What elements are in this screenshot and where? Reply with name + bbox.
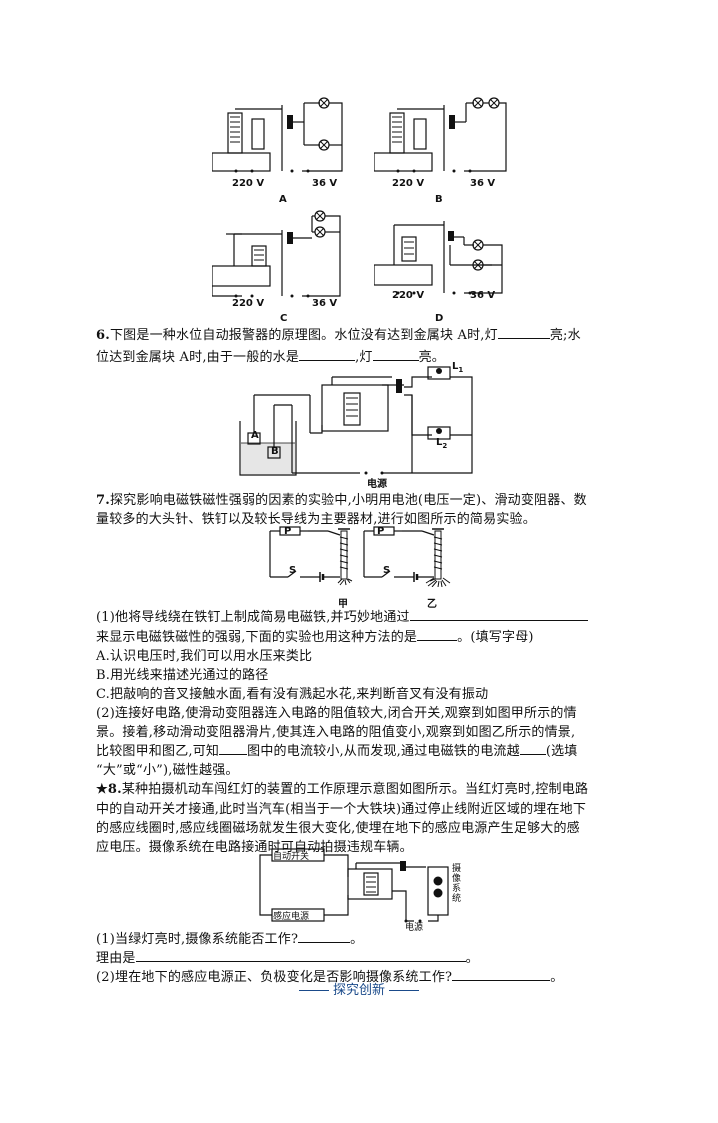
q7-part1-line-1: (1)他将导线绕在铁钉上制成简易电磁铁,并巧妙地通过 bbox=[96, 606, 588, 629]
water-alarm-metal-block-a: A bbox=[251, 430, 259, 441]
q7-line-2: 量较多的大头针、铁钉以及较长导线为主要器材,进行如图所示的简易实验。 bbox=[96, 512, 536, 527]
water-alarm-lamp-l1: L1 bbox=[452, 361, 464, 374]
q8-line1-text: 某种拍摄机动车闯红灯的装置的工作原理示意图如图所示。当红灯亮时,控制电路 bbox=[121, 782, 589, 797]
water-alarm-lamp-l2: L2 bbox=[436, 437, 448, 450]
q8-reason-end: 。 bbox=[465, 951, 479, 966]
circuit-b-voltage-left: 220 V bbox=[392, 178, 425, 189]
camera-system-label: 摄像系统 bbox=[452, 864, 462, 904]
q7-option-c: C.把敲响的音叉接触水面,看有没有溅起水花,来判断音叉有没有振动 bbox=[96, 687, 489, 702]
q7-part2-blank-2[interactable] bbox=[519, 740, 546, 755]
q7-part1-line-2: 来显示电磁铁磁性的强弱,下面的实验也用这种方法的是 。(填写字母) bbox=[96, 626, 534, 649]
q7-line-1: 7.探究影响电磁铁磁性强弱的因素的实验中,小明用电池(电压一定)、滑动变阻器、数 bbox=[96, 489, 587, 512]
q6-number: 6. bbox=[96, 328, 110, 343]
q6-line-1: 6.下图是一种水位自动报警器的原理图。水位没有达到金属块 A时,灯 亮;水 bbox=[96, 324, 581, 347]
circuit-d-option-label: D bbox=[435, 313, 444, 324]
section-heading-text: 探究创新 bbox=[332, 983, 385, 998]
electromagnet-figure-yi bbox=[363, 526, 451, 587]
figure-jia-label: 甲 bbox=[338, 599, 348, 610]
water-alarm-power-label: 电源 bbox=[367, 479, 387, 490]
figure-jia-switch-s: S bbox=[289, 565, 297, 576]
q8-part1-end: 。 bbox=[350, 932, 364, 947]
q8-reason-blank[interactable] bbox=[135, 947, 466, 962]
sensor-power-label: 感应电源 bbox=[273, 912, 310, 922]
circuit-d-voltage-right: 36 V bbox=[470, 290, 496, 301]
q7-part2-text-3a: 比较图甲和图乙,可知 bbox=[96, 744, 220, 759]
circuit-figure-a bbox=[212, 97, 343, 173]
q7-part1-blank-1[interactable] bbox=[409, 606, 588, 621]
q8-part1-text: (1)当绿灯亮时,摄像系统能否工作? bbox=[96, 932, 299, 947]
circuit-figure-d bbox=[374, 221, 503, 295]
circuit-a-option-label: A bbox=[279, 194, 287, 205]
q6-line2-mid: ,灯 bbox=[355, 350, 373, 365]
q8-reason-label: 理由是 bbox=[96, 951, 136, 966]
circuit-a-voltage-left: 220 V bbox=[232, 178, 265, 189]
q6-line-2: 位达到金属块 A时,由于一般的水是 ,灯 亮。 bbox=[96, 346, 445, 369]
q7-part2-line-4: “大”或“小”),磁性越强。 bbox=[96, 763, 239, 778]
q8-line-3: 的感应线圈时,感应线圈磁场就发生很大变化,使埋在地下的感应电源产生足够大的感 bbox=[96, 821, 580, 836]
circuit-b-option-label: B bbox=[435, 194, 443, 205]
electromagnet-figure-jia bbox=[269, 526, 353, 586]
q8-part2-text: (2)埋在地下的感应电源正、负极变化是否影响摄像系统工作? bbox=[96, 970, 453, 985]
q7-part2-line-2: 景。接着,移动滑动变阻器滑片,使其连入电路的阻值变小,观察到如图乙所示的情景, bbox=[96, 725, 576, 740]
circuit-d-voltage-left: 220 V bbox=[392, 290, 425, 301]
q8-part2-end: 。 bbox=[550, 970, 564, 985]
q8-line-1: ★8.某种拍摄机动车闯红灯的装置的工作原理示意图如图所示。当红灯亮时,控制电路 bbox=[96, 778, 588, 801]
q7-part1-text: (1)他将导线绕在铁钉上制成简易电磁铁,并巧妙地通过 bbox=[96, 610, 410, 625]
section-rule-left bbox=[298, 990, 329, 991]
q7-part2-line-1: (2)连接好电路,使滑动变阻器连入电路的阻值较大,闭合开关,观察到如图甲所示的情 bbox=[96, 706, 577, 721]
q6-line1-end: 亮;水 bbox=[549, 328, 581, 343]
q7-part2-blank-1[interactable] bbox=[219, 740, 248, 755]
circuit-b-voltage-right: 36 V bbox=[470, 178, 496, 189]
circuit-figure-b bbox=[374, 97, 507, 173]
q8-part1-blank-1[interactable] bbox=[298, 928, 351, 943]
q7-part2-text-3b: 图中的电流较小,从而发现,通过电磁铁的电流越 bbox=[247, 744, 520, 759]
q8-line-2: 中的自动开关才接通,此时当汽车(相当于一个大铁块)通过停止线附近区域的埋在地下 bbox=[96, 802, 587, 817]
q6-line2-text: 位达到金属块 A时,由于一般的水是 bbox=[96, 350, 300, 365]
section-rule-right bbox=[389, 990, 419, 991]
q7-part1-text-2: 来显示电磁铁磁性的强弱,下面的实验也用这种方法的是 bbox=[96, 630, 418, 645]
q6-blank-2[interactable] bbox=[299, 346, 356, 361]
q7-part2-line-3: 比较图甲和图乙,可知 图中的电流较小,从而发现,通过电磁铁的电流越 (选填 bbox=[96, 740, 577, 763]
circuit-a-voltage-right: 36 V bbox=[312, 178, 338, 189]
q7-part1-end: 。(填写字母) bbox=[457, 630, 534, 645]
q7-option-a: A.认识电压时,我们可以用水压来类比 bbox=[96, 649, 313, 664]
q6-blank-1[interactable] bbox=[497, 324, 550, 339]
q7-part1-blank-2[interactable] bbox=[417, 626, 458, 641]
figure-jia-slider-p: P bbox=[284, 526, 292, 537]
circuit-c-voltage-right: 36 V bbox=[312, 298, 338, 309]
q8-line-4: 应电压。摄像系统在电路接通时可自动拍摄违规车辆。 bbox=[96, 840, 413, 855]
q8-number: ★8. bbox=[96, 782, 122, 797]
circuit-c-option-label: C bbox=[280, 313, 288, 324]
q8-part1-reason-line: 理由是 。 bbox=[96, 947, 479, 970]
q6-blank-3[interactable] bbox=[372, 346, 419, 361]
figure-yi-label: 乙 bbox=[427, 599, 437, 610]
water-alarm-diagram bbox=[239, 366, 473, 476]
section-heading: 探究创新 bbox=[0, 979, 718, 998]
figure-yi-switch-s: S bbox=[383, 565, 391, 576]
q6-line2-end: 亮。 bbox=[418, 350, 446, 365]
q7-line1-text: 探究影响电磁铁磁性强弱的因素的实验中,小明用电池(电压一定)、滑动变阻器、数 bbox=[109, 493, 587, 508]
q8-part1-line-1: (1)当绿灯亮时,摄像系统能否工作? 。 bbox=[96, 928, 363, 951]
water-alarm-metal-block-b: B bbox=[271, 446, 279, 457]
q8-part2-line: (2)埋在地下的感应电源正、负极变化是否影响摄像系统工作? 。 bbox=[96, 966, 563, 989]
camera-power-label: 电源 bbox=[405, 923, 424, 933]
red-light-camera-diagram bbox=[259, 848, 449, 923]
q6-line1-text: 下图是一种水位自动报警器的原理图。水位没有达到金属块 A时,灯 bbox=[109, 328, 498, 343]
circuit-c-voltage-left: 220 V bbox=[232, 298, 265, 309]
figure-yi-slider-p: P bbox=[377, 526, 385, 537]
q8-part2-blank[interactable] bbox=[452, 966, 551, 981]
auto-switch-label: 自动开关 bbox=[273, 852, 310, 862]
q7-part2-text-3c: (选填 bbox=[545, 744, 578, 759]
q7-option-b: B.用光线来描述光通过的路径 bbox=[96, 668, 269, 683]
circuit-figure-c bbox=[212, 210, 341, 298]
q7-number: 7. bbox=[96, 493, 110, 508]
